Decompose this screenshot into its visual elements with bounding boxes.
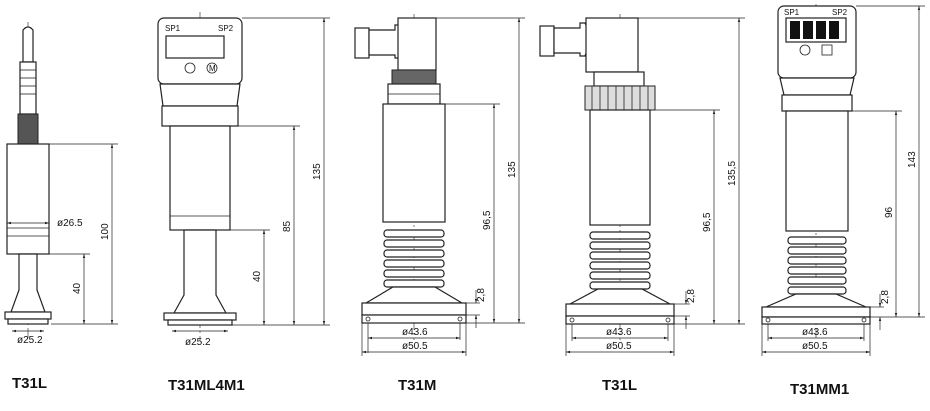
model-label-t31l: T31L [12, 375, 47, 392]
t31mm1-label-sp2: SP2 [832, 8, 848, 17]
model-label-t31l-2: T31L [602, 377, 637, 394]
t31mm1-dim-flange-thickness: 2,8 [880, 290, 891, 304]
t31ml4m1-dim-body: 85 [282, 220, 293, 232]
t31m-dim-flange-thickness: 2,8 [476, 288, 487, 302]
t31m-dim-d2: ø50.5 [402, 341, 428, 352]
t31m-dim-total: 135 [507, 161, 518, 178]
t31l-connector-dim-d2: ø50.5 [606, 341, 632, 352]
t31ml4m1-label-sp1: SP1 [165, 24, 181, 33]
t31l-connector-dim-flange-thickness: 2,8 [686, 289, 697, 303]
t31l-dim-length-neck: 40 [72, 282, 83, 294]
t31l-connector-dim-d1: ø43.6 [606, 327, 632, 338]
t31ml4m1-label-sp2: SP2 [218, 24, 234, 33]
model-label-t31mm1: T31MM1 [790, 381, 849, 398]
sensor-t31ml4m1: SP1 SP2 M 135 85 40 ø25.2 [157, 12, 330, 348]
t31m-dim-body: 96,5 [482, 210, 493, 230]
sensor-t31l-cable: ø26.5 ø25.2 100 40 [4, 22, 118, 346]
t31l-connector-dim-total: 135,5 [727, 161, 738, 186]
sensor-t31m: 135 96,5 2,8 ø43.6 ø50.5 [354, 14, 525, 356]
sensor-t31l-connector: 135,5 96,5 2,8 ø43.6 ø50.5 [539, 14, 745, 356]
t31l-dim-diameter-flange: ø25.2 [17, 335, 43, 346]
t31l-connector-dim-body: 96,5 [702, 212, 713, 232]
t31mm1-dim-total: 143 [907, 151, 918, 168]
t31ml4m1-label-m: M [209, 64, 216, 73]
t31mm1-dim-d1: ø43.6 [802, 327, 828, 338]
t31mm1-dim-d2: ø50.5 [802, 341, 828, 352]
t31l-dim-length-total: 100 [100, 223, 111, 240]
t31mm1-dim-body: 96 [884, 206, 895, 218]
t31m-dim-d1: ø43.6 [402, 327, 428, 338]
t31l-dim-diameter-body: ø26.5 [57, 218, 83, 229]
t31ml4m1-dim-flange: ø25.2 [185, 337, 211, 348]
t31mm1-label-sp1: SP1 [784, 8, 800, 17]
model-label-t31ml4m1: T31ML4M1 [168, 377, 245, 394]
t31ml4m1-dim-total: 135 [312, 163, 323, 180]
t31ml4m1-dim-neck: 40 [252, 270, 263, 282]
model-label-t31m: T31M [398, 377, 436, 394]
sensor-t31mm1: SP1 SP2 143 96 2,8 [761, 4, 925, 356]
